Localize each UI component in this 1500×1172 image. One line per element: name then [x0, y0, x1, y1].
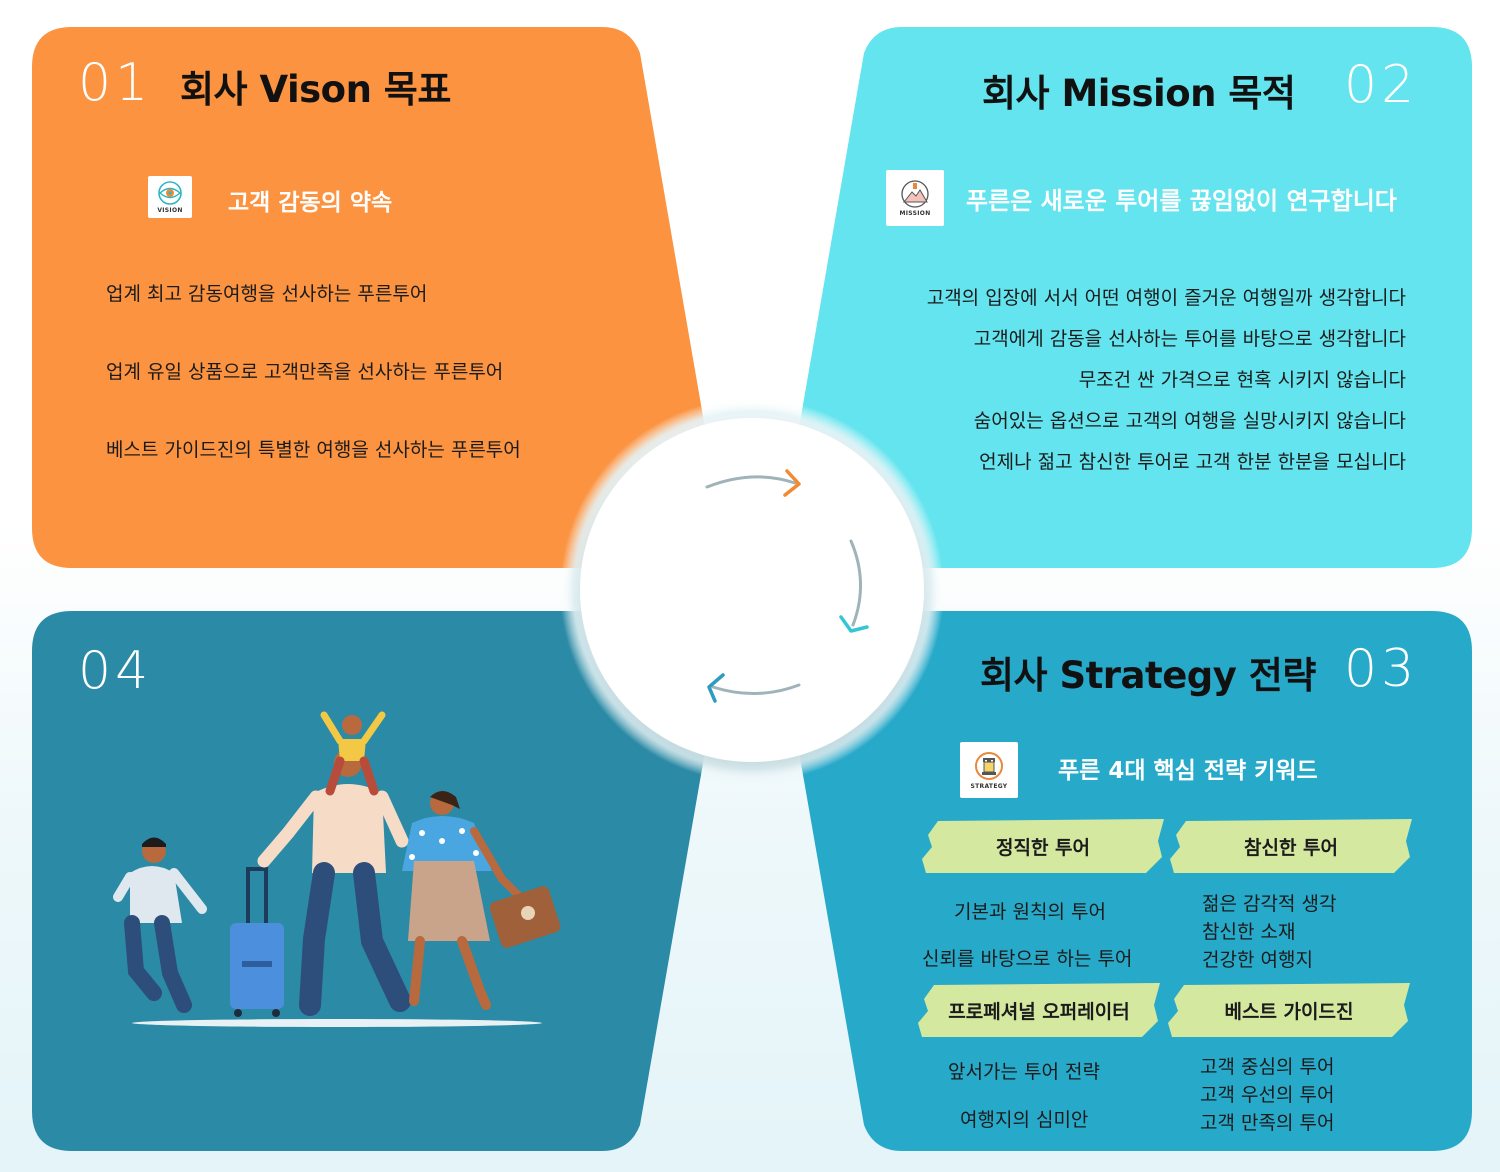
chess-rook-icon [975, 751, 1003, 780]
mission-title: 회사 Mission 목적 [982, 72, 1296, 115]
vision-line: 업계 유일 상품으로 고객만족을 선사하는 푸른투어 [106, 361, 504, 383]
keyword-line: 건강한 여행지 [1202, 949, 1313, 971]
vision-number: 01 [78, 53, 153, 113]
mission-line: 고객의 입장에 서서 어떤 여행이 즐거운 여행일까 생각합니다 [926, 287, 1406, 309]
vision-subtitle: 고객 감동의 약속 [228, 190, 393, 216]
center-cycle [557, 395, 947, 785]
strategy-subtitle: 푸른 4대 핵심 전략 키워드 [1058, 758, 1318, 784]
vision-line: 베스트 가이드진의 특별한 여행을 선사하는 푸른투어 [106, 439, 521, 461]
keyword-label: 프로페셔널 오퍼레이터 [948, 1001, 1130, 1023]
strategy-title: 회사 Strategy 전략 [980, 654, 1316, 697]
mission-line: 언제나 젊고 참신한 투어로 고객 한분 한분을 모십니다 [979, 451, 1406, 473]
vision-panel: 01 회사 Vison 목표 VISION 고객 감동의 약속 업계 최고 감동… [32, 27, 722, 568]
keyword-brush-bg [1168, 983, 1410, 1037]
mission-panel-shape [787, 27, 1472, 568]
mission-badge: MISSION [886, 170, 944, 226]
vision-title: 회사 Vison 목표 [180, 68, 451, 111]
vision-line: 업계 최고 감동여행을 선사하는 푸른투어 [106, 283, 428, 305]
keyword-line: 고객 만족의 투어 [1200, 1112, 1335, 1134]
illustration-number: 04 [78, 641, 153, 701]
mission-panel: 회사 Mission 목적 02 MISSION 푸른은 새로운 투어를 끊임없… [782, 27, 1472, 568]
mission-line: 무조건 싼 가격으로 현혹 시키지 않습니다 [1078, 369, 1406, 391]
strategy-panel: 회사 Strategy 전략 03 STRATEGY 푸른 4대 핵심 전략 키… [782, 611, 1472, 1151]
keyword-best-guide: 베스트 가이드진 [1166, 981, 1412, 1039]
keyword-line: 신뢰를 바탕으로 하는 투어 [922, 948, 1133, 970]
keyword-brush-bg [918, 983, 1160, 1037]
keyword-brush-bg [1170, 819, 1412, 873]
vision-panel-shape [32, 27, 717, 568]
family-travel-illustration [113, 711, 561, 1027]
cycle-arrows-icon [560, 398, 944, 782]
mission-number: 02 [1344, 55, 1419, 115]
keyword-line: 앞서가는 투어 전략 [948, 1061, 1100, 1083]
keyword-label: 베스트 가이드진 [1224, 1001, 1354, 1023]
keyword-line: 고객 중심의 투어 [1200, 1056, 1335, 1078]
strategy-badge-label: STRATEGY [970, 782, 1008, 790]
mission-subtitle: 푸른은 새로운 투어를 끊임없이 연구합니다 [966, 187, 1397, 215]
keyword-line: 여행지의 심미안 [960, 1109, 1089, 1131]
eye-icon [158, 180, 182, 205]
keyword-line: 기본과 원칙의 투어 [954, 901, 1106, 923]
strategy-number: 03 [1344, 639, 1419, 699]
keyword-label: 참신한 투어 [1243, 837, 1338, 859]
vision-badge-label: VISION [157, 206, 183, 214]
keyword-professional-operator: 프로페셔널 오퍼레이터 [916, 981, 1162, 1039]
keyword-honest-tour: 정직한 투어 [920, 817, 1166, 875]
illustration-panel: 04 [32, 611, 722, 1151]
mission-badge-label: MISSION [899, 209, 931, 217]
mission-line: 고객에게 감동을 선사하는 투어를 바탕으로 생각합니다 [973, 328, 1406, 350]
keyword-line: 고객 우선의 투어 [1200, 1084, 1335, 1106]
keyword-fresh-tour: 참신한 투어 [1168, 817, 1414, 875]
mountain-icon [901, 179, 929, 208]
vision-badge: VISION [148, 176, 192, 218]
strategy-badge: STRATEGY [960, 742, 1018, 798]
keyword-line: 젊은 감각적 생각 [1202, 893, 1337, 915]
keyword-line: 참신한 소재 [1202, 921, 1296, 943]
keyword-brush-bg [922, 819, 1164, 873]
mission-line: 숨어있는 옵션으로 고객의 여행을 실망시키지 않습니다 [973, 410, 1406, 432]
keyword-label: 정직한 투어 [995, 837, 1090, 859]
